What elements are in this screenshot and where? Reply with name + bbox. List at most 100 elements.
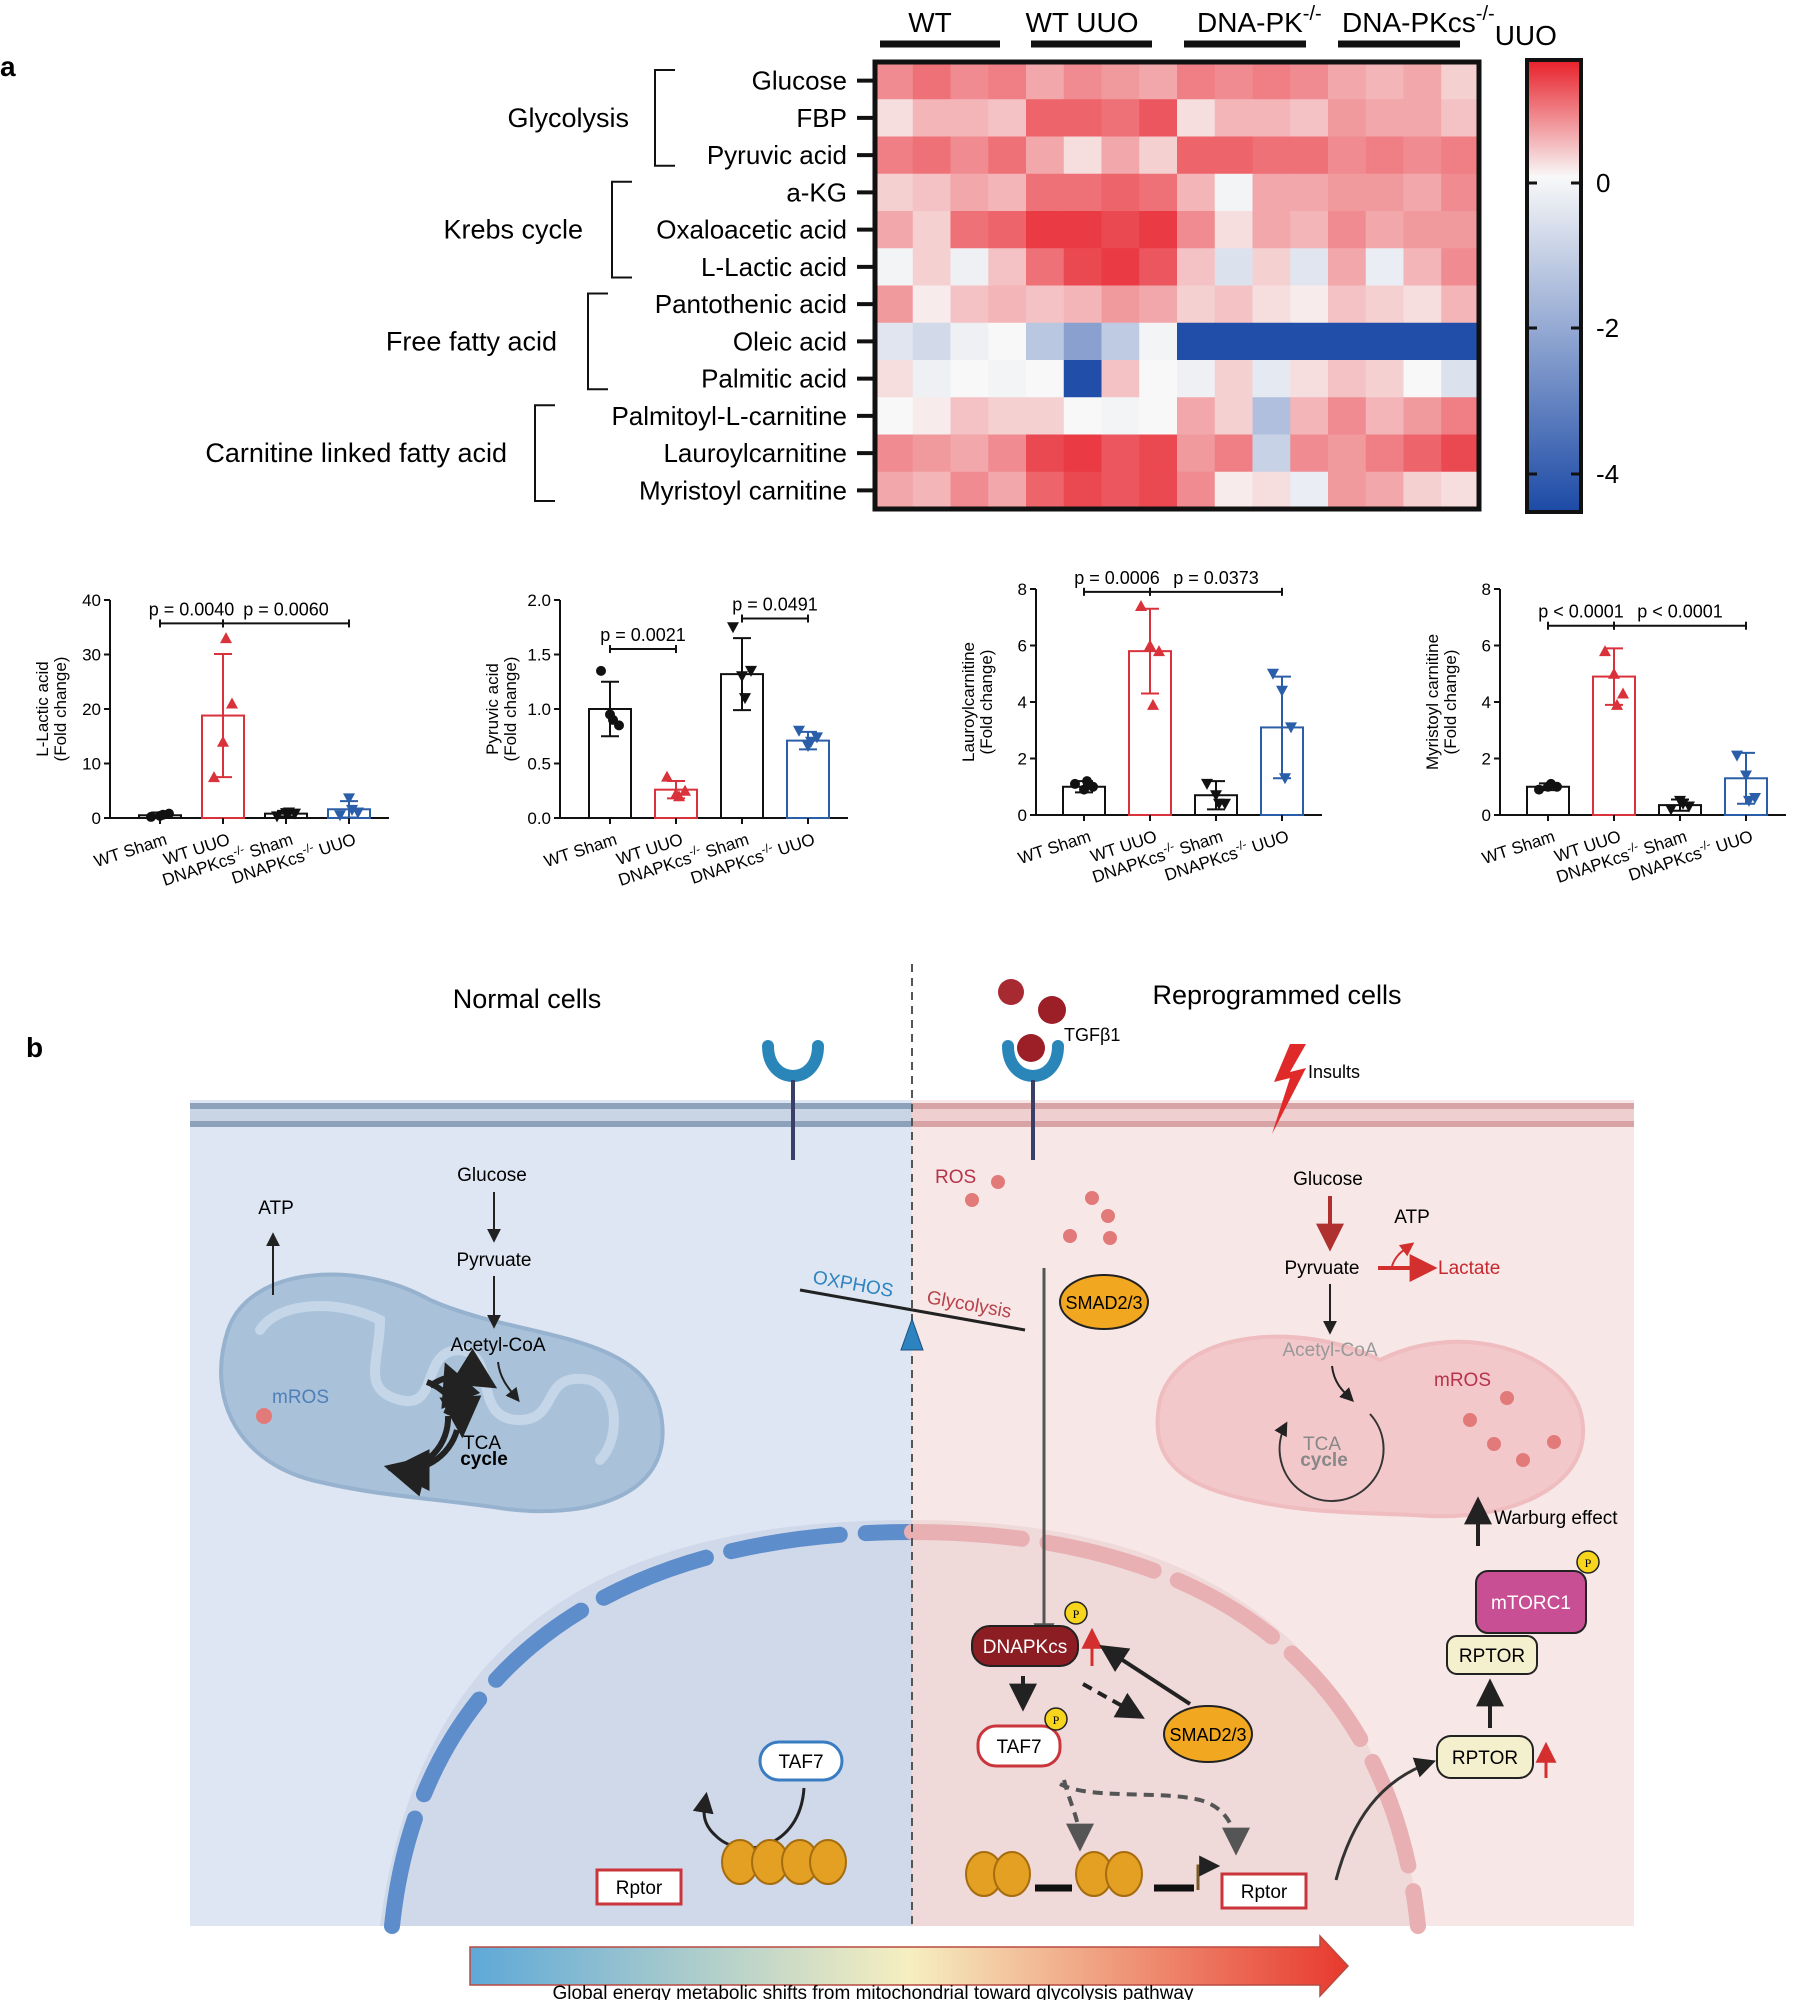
normal-rptor-label: Rptor xyxy=(616,1878,663,1899)
heatmap-cell xyxy=(1365,136,1405,175)
heatmap-group-dnapkcs-suffix: UUO xyxy=(1495,20,1557,51)
heatmap-row-label: Oxaloacetic acid xyxy=(656,215,847,245)
bar-chart-3-y-label-unit: (Fold change) xyxy=(977,650,996,755)
reprogrammed-taf7-box xyxy=(976,1724,1062,1768)
heatmap-cell xyxy=(912,360,952,398)
bar-chart-4-data-point xyxy=(1546,778,1556,789)
heatmap-cell xyxy=(875,248,914,287)
bar-chart-3-data-point xyxy=(1285,722,1297,734)
heatmap-cell xyxy=(1177,397,1216,436)
heatmap-cell xyxy=(1252,173,1291,212)
phospho-icon xyxy=(1064,1601,1088,1625)
heatmap-cell xyxy=(1403,471,1442,510)
heatmap-cell xyxy=(1026,360,1065,398)
heatmap-cell xyxy=(1214,248,1254,287)
heatmap-cell xyxy=(875,322,914,361)
metabolic-shift-arrow xyxy=(469,1934,1350,1998)
heatmap-group-dnapkcs-sup: -/- xyxy=(1476,3,1495,25)
normal-pyruvate-label: Pyrvuate xyxy=(457,1250,532,1271)
heatmap-cell xyxy=(1441,173,1480,212)
bar-chart-4-data-point xyxy=(1617,687,1629,699)
heatmap-cell xyxy=(1328,248,1367,287)
heatmap-cell xyxy=(1365,322,1405,361)
heatmap-cell xyxy=(1101,62,1140,100)
heatmap-cell xyxy=(988,136,1027,175)
bar-chart-1-data-point xyxy=(343,793,355,805)
mros-dot-icon xyxy=(256,1408,272,1424)
heatmap-cell xyxy=(1290,173,1329,212)
bar-chart-2-data-point xyxy=(736,671,748,683)
heatmap-cell xyxy=(950,99,989,138)
heatmap-cell xyxy=(1252,136,1291,175)
heatmap-cell xyxy=(1403,136,1442,175)
heatmap-cell xyxy=(1441,285,1480,324)
heatmap-cell xyxy=(1365,248,1405,287)
bar-chart-1-pvalue-label: p = 0.0060 xyxy=(243,599,329,619)
heatmap-cell xyxy=(1403,99,1442,138)
heatmap-cell xyxy=(1063,322,1103,361)
nucleosome-icon xyxy=(721,1839,847,1885)
bar-chart-4-data-point xyxy=(1677,798,1689,810)
heatmap-frame xyxy=(872,59,1482,512)
heatmap-cell xyxy=(912,434,952,473)
heatmap-category-label: Carnitine linked fatty acid xyxy=(205,438,507,468)
heatmap-cell xyxy=(1328,99,1367,138)
lightning-icon xyxy=(1272,1044,1306,1134)
phospho-label: P xyxy=(1073,1607,1080,1621)
heatmap-cell xyxy=(1441,360,1480,398)
phospho-label: P xyxy=(1053,1713,1060,1727)
bar-chart-3-data-point xyxy=(1079,784,1089,795)
heatmap-cell xyxy=(988,285,1027,324)
bar-chart-3-data-point xyxy=(1213,798,1225,810)
heatmap-cell xyxy=(988,471,1027,510)
heatmap-cell xyxy=(1139,360,1178,398)
bar-chart-3-data-point xyxy=(1070,778,1080,789)
bar-chart-1-y-tick-label: 0 xyxy=(92,809,101,828)
heatmap-cell xyxy=(1252,62,1291,100)
bar-chart-3-data-point xyxy=(1267,668,1279,680)
heatmap-cell xyxy=(1403,173,1442,212)
heatmap-cell xyxy=(1139,322,1178,361)
heatmap-cell xyxy=(1328,397,1367,436)
reprogrammed-nuclear-envelope xyxy=(904,1524,1426,1934)
reprogrammed-atp-label: ATP xyxy=(1394,1207,1430,1228)
bar-chart-1-x-tick-label: WT Sham xyxy=(92,830,169,871)
heatmap-cell xyxy=(1063,397,1103,436)
heatmap-cell xyxy=(1441,434,1480,473)
heatmap-category-label: Glycolysis xyxy=(507,103,629,133)
bar-chart-2-data-point xyxy=(608,714,618,725)
heatmap-cell xyxy=(912,136,952,175)
ros-dot-icon xyxy=(1101,1209,1115,1223)
bar-chart-3-y-tick-label: 6 xyxy=(1018,637,1027,656)
reprogrammed-tca-cycle-icon xyxy=(1274,1413,1385,1503)
heatmap-group-dnapkcs-name: DNA-PKcs xyxy=(1342,7,1476,38)
heatmap-row-label: Palmitoyl-L-carnitine xyxy=(611,401,847,431)
reprogrammed-cells-title: Reprogrammed cells xyxy=(1152,980,1401,1010)
heatmap-cell xyxy=(1139,285,1178,324)
heatmap-cell xyxy=(1403,211,1442,249)
bar-chart-2-data-point xyxy=(679,784,691,796)
phospho-icon xyxy=(1044,1707,1068,1731)
mros-dot-icon xyxy=(1487,1437,1501,1451)
bar-chart-3-data-point xyxy=(1276,685,1288,697)
reprogrammed-rptor-box xyxy=(1220,1872,1308,1910)
bar-chart-2-data-point xyxy=(661,770,673,782)
bar-chart-3-x-tick-label: WT Sham xyxy=(1016,827,1093,868)
heatmap-cell xyxy=(1139,62,1178,100)
color-scale-label-m2: -2 xyxy=(1596,313,1619,343)
bar-chart-2-data-point xyxy=(596,665,606,676)
heatmap-cell xyxy=(1177,173,1216,212)
bar-chart-1-y-label-unit: (Fold change) xyxy=(51,657,70,762)
heatmap-cell xyxy=(1365,434,1405,473)
bar-chart-3-y-tick-label: 4 xyxy=(1018,693,1027,712)
bar-chart-4-y-tick-label: 4 xyxy=(1482,693,1491,712)
heatmap-cell xyxy=(1177,434,1216,473)
heatmap-cell xyxy=(1252,322,1291,361)
heatmap-cell xyxy=(988,211,1027,249)
heatmap-cell xyxy=(1177,471,1216,510)
heatmap-cell xyxy=(988,62,1027,100)
bar-chart-3-data-point xyxy=(1210,790,1222,802)
heatmap-group-dnapk-name: DNA-PK xyxy=(1197,7,1303,38)
